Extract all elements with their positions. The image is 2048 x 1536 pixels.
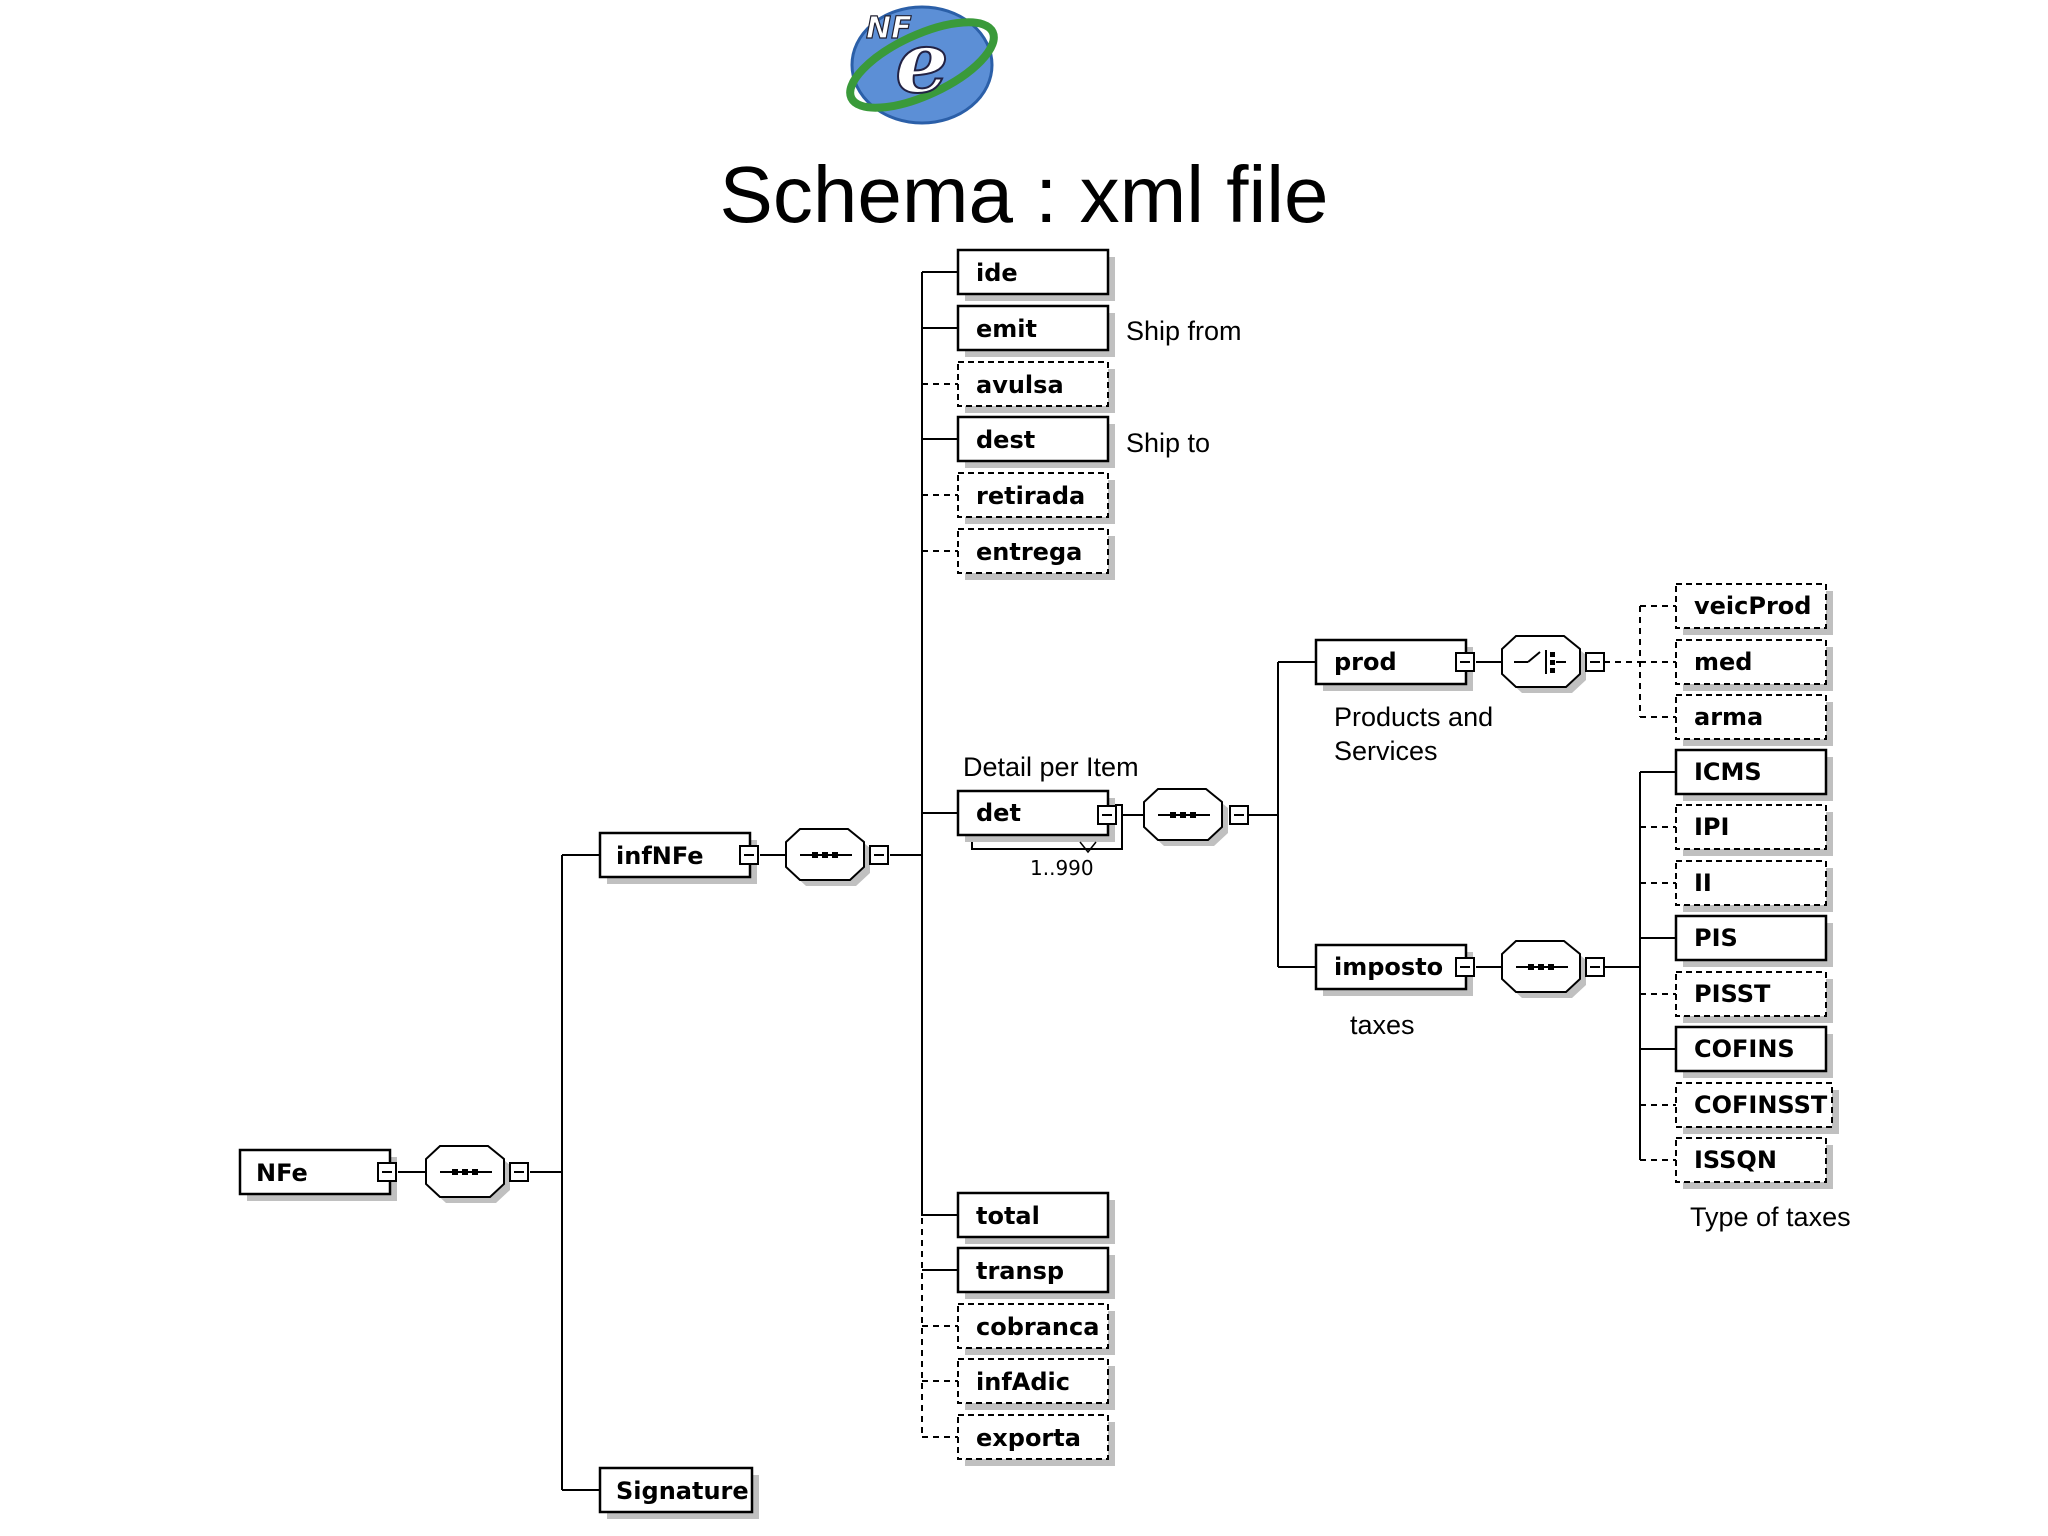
node-veicprod: veicProd	[1675, 583, 1833, 635]
node-label-cofinsst: COFINSST	[1694, 1091, 1828, 1119]
nfe-logo: e NF	[846, 5, 998, 125]
node-label-signature: Signature	[616, 1477, 749, 1505]
node-transp: transp	[956, 1246, 1115, 1299]
node-signature: Signature	[598, 1466, 759, 1519]
node-label-med: med	[1694, 648, 1752, 676]
node-ide: ide	[956, 248, 1115, 301]
annotation-detail-per-item: Detail per Item	[963, 752, 1139, 782]
node-infadic: infAdic	[957, 1358, 1115, 1410]
node-prod: prod	[1314, 638, 1475, 691]
node-label-infadic: infAdic	[976, 1368, 1070, 1396]
node-label-icms: ICMS	[1694, 758, 1762, 786]
node-nfe: NFe	[238, 1148, 397, 1201]
node-ipi: IPI	[1675, 804, 1833, 856]
node-cobranca: cobranca	[957, 1303, 1115, 1355]
sequence-compositor-imposto	[1501, 940, 1605, 998]
annotation-ship-to: Ship to	[1126, 428, 1210, 458]
annotation-products-line2: Services	[1334, 736, 1438, 766]
node-label-emit: emit	[976, 315, 1037, 343]
node-med: med	[1675, 639, 1833, 691]
node-label-ipi: IPI	[1694, 813, 1729, 841]
node-exporta: exporta	[957, 1414, 1115, 1466]
node-label-dest: dest	[976, 426, 1035, 454]
sequence-compositor-nfe	[425, 1145, 529, 1203]
annotation-taxes: taxes	[1350, 1010, 1415, 1040]
node-arma: arma	[1675, 694, 1833, 746]
node-label-ide: ide	[976, 259, 1018, 287]
sequence-compositor-det	[1143, 788, 1249, 846]
node-imposto: imposto	[1314, 943, 1475, 996]
node-icms: ICMS	[1674, 748, 1833, 801]
node-cofinsst: COFINSST	[1675, 1082, 1839, 1134]
det-cardinality: 1..990	[1030, 856, 1094, 880]
node-label-issqn: ISSQN	[1694, 1146, 1777, 1174]
node-entrega: entrega	[957, 528, 1115, 580]
node-total: total	[956, 1191, 1115, 1244]
node-label-imposto: imposto	[1334, 953, 1443, 981]
choice-compositor-prod	[1501, 635, 1605, 693]
node-label-retirada: retirada	[976, 482, 1085, 510]
node-label-nfe: NFe	[256, 1159, 308, 1187]
node-label-entrega: entrega	[976, 538, 1082, 566]
node-label-exporta: exporta	[976, 1424, 1081, 1452]
node-label-arma: arma	[1694, 703, 1763, 731]
annotation-ship-from: Ship from	[1126, 316, 1242, 346]
node-ii: II	[1675, 860, 1833, 912]
node-label-total: total	[976, 1202, 1040, 1230]
node-infnfe: infNFe	[598, 831, 759, 884]
node-label-prod: prod	[1334, 648, 1397, 676]
node-emit: emit	[956, 304, 1115, 357]
node-label-cobranca: cobranca	[976, 1313, 1099, 1341]
sequence-compositor-infnfe	[785, 828, 889, 886]
node-label-ii: II	[1694, 869, 1712, 897]
node-dest: dest	[956, 415, 1115, 468]
node-pisst: PISST	[1675, 971, 1833, 1023]
annotation-type-of-taxes: Type of taxes	[1690, 1202, 1851, 1232]
node-pis: PIS	[1674, 914, 1833, 967]
logo-text: NF	[866, 11, 912, 46]
node-retirada: retirada	[957, 472, 1115, 524]
node-label-veicprod: veicProd	[1694, 592, 1811, 620]
node-label-infnfe: infNFe	[616, 842, 704, 870]
node-label-pisst: PISST	[1694, 980, 1771, 1008]
node-cofins: COFINS	[1674, 1025, 1833, 1078]
page-title: Schema : xml file	[719, 150, 1328, 239]
node-label-transp: transp	[976, 1257, 1064, 1285]
node-label-avulsa: avulsa	[976, 371, 1064, 399]
annotation-products-line1: Products and	[1334, 702, 1493, 732]
node-label-cofins: COFINS	[1694, 1035, 1795, 1063]
node-issqn: ISSQN	[1675, 1137, 1833, 1189]
node-avulsa: avulsa	[957, 361, 1115, 413]
logo-letter: e	[895, 13, 948, 112]
node-det: det 1..990	[956, 789, 1123, 880]
node-label-pis: PIS	[1694, 924, 1738, 952]
node-label-det: det	[976, 799, 1021, 827]
